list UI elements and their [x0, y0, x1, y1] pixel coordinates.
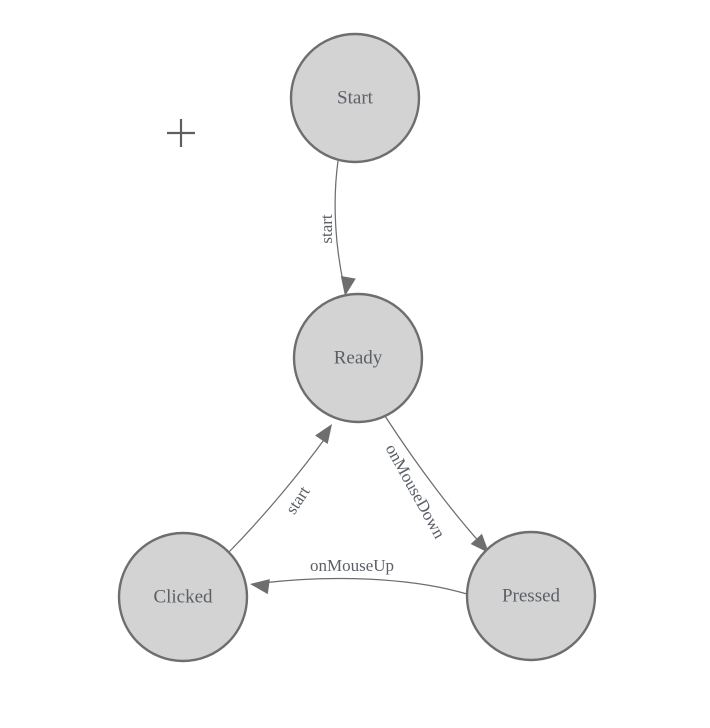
node-label-pressed: Pressed	[502, 585, 561, 606]
arrowhead-ready-to-pressed	[470, 533, 489, 553]
edge-label-start-to-ready: start	[317, 214, 336, 244]
crosshair-marker[interactable]	[167, 119, 195, 147]
node-shape-start	[289, 32, 421, 164]
node-shape-pressed	[465, 530, 597, 662]
node-label-clicked: Clicked	[153, 586, 213, 607]
edges-layer	[228, 160, 483, 595]
node-pressed[interactable]: Pressed	[465, 530, 597, 662]
arrowhead-clicked-to-ready	[315, 424, 332, 445]
arrowheads-layer	[250, 275, 489, 595]
edge-label-pressed-to-clicked: onMouseUp	[310, 556, 394, 575]
markers-layer	[167, 119, 195, 147]
arrowhead-pressed-to-clicked	[250, 579, 270, 595]
edge-clicked-to-ready[interactable]	[228, 436, 327, 553]
node-clicked[interactable]: Clicked	[117, 531, 249, 663]
edge-label-ready-to-pressed: onMouseDown	[382, 441, 450, 542]
edge-pressed-to-clicked[interactable]	[261, 577, 468, 595]
edge-ready-to-pressed[interactable]	[384, 415, 483, 546]
node-label-ready: Ready	[334, 347, 383, 368]
node-label-start: Start	[337, 87, 374, 108]
edge-start-to-ready[interactable]	[334, 160, 345, 287]
node-shape-clicked	[117, 531, 249, 663]
node-ready[interactable]: Ready	[292, 292, 424, 424]
arrowhead-start-to-ready	[340, 275, 356, 296]
node-shape-ready	[292, 292, 424, 424]
node-start[interactable]: Start	[289, 32, 421, 164]
